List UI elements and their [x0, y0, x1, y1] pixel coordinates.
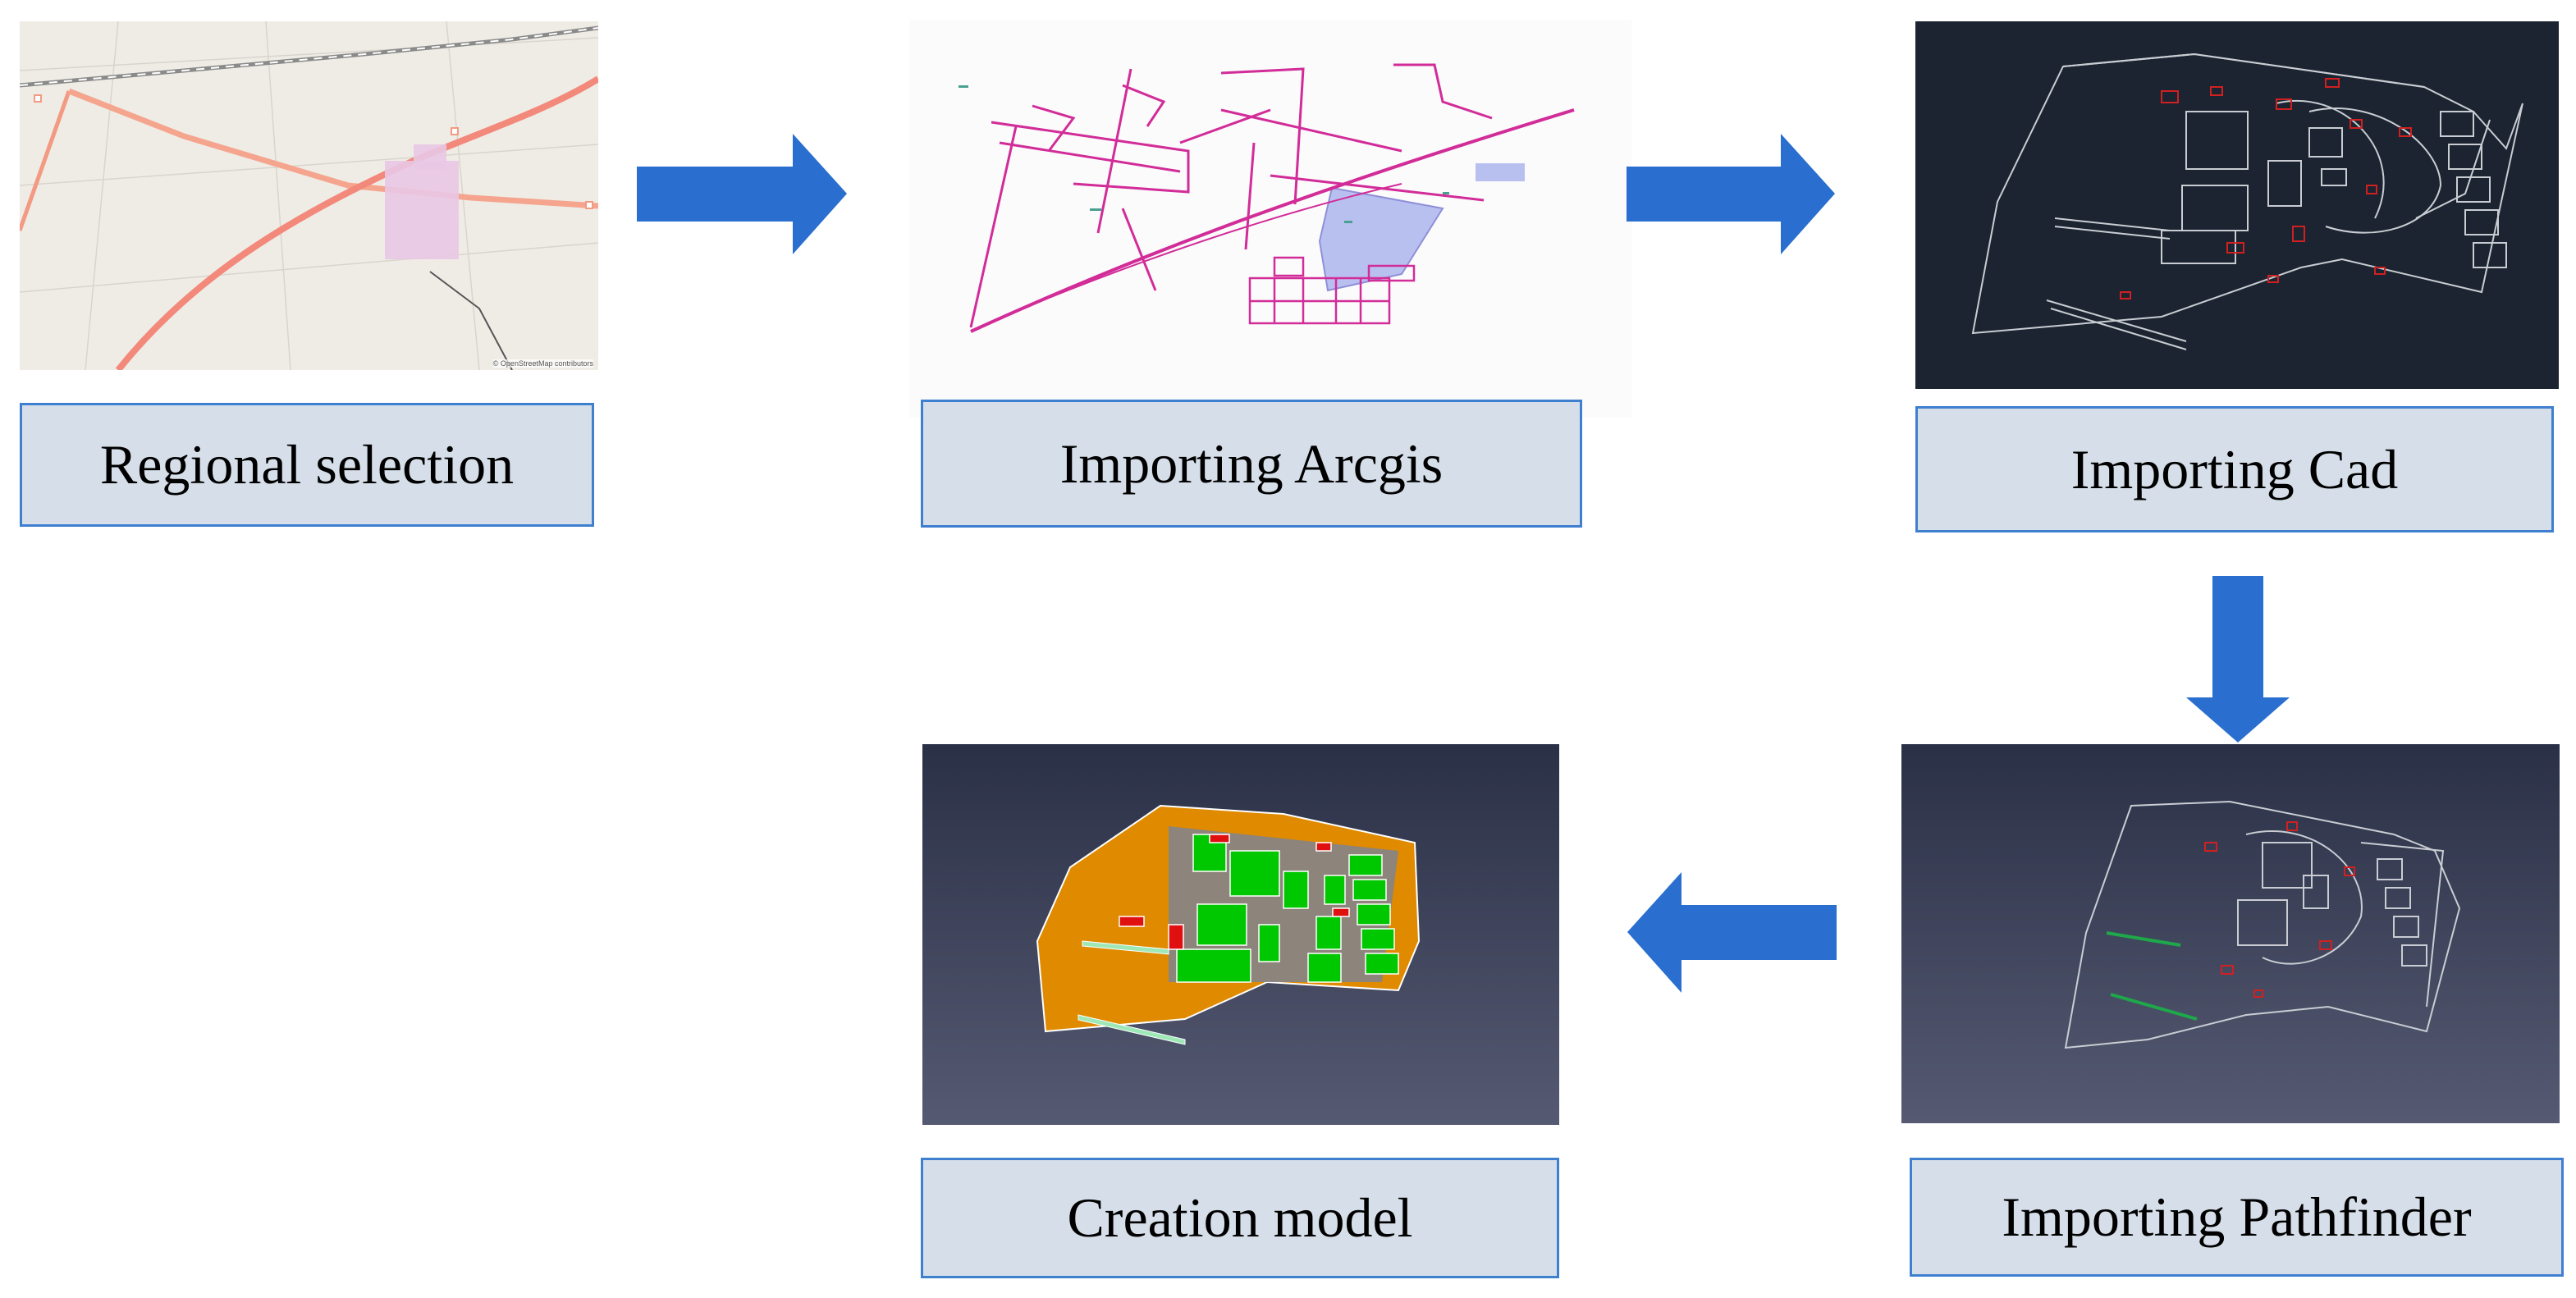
arrow-right-icon: [637, 134, 847, 254]
step-label-importing-pathfinder: Importing Pathfinder: [1910, 1158, 2564, 1277]
arrow-left-icon: [1627, 872, 1837, 993]
step-label-text: Regional selection: [99, 433, 515, 496]
step-label-importing-arcgis: Importing Arcgis: [921, 400, 1582, 528]
step-label-regional-selection: Regional selection: [20, 403, 594, 527]
arrow-down-icon: [2186, 576, 2290, 743]
step-label-importing-cad: Importing Cad: [1915, 406, 2554, 532]
step-label-creation-model: Creation model: [921, 1158, 1559, 1278]
step-label-text: Importing Cad: [2070, 437, 2399, 500]
regional-map-image: © OpenStreetMap contributors: [20, 21, 598, 370]
step-label-text: Creation model: [1067, 1186, 1413, 1249]
arrow-right-icon: [1627, 134, 1835, 254]
cad-drawing-image: [1915, 21, 2559, 389]
step-label-text: Importing Pathfinder: [2002, 1186, 2472, 1248]
map-attribution: © OpenStreetMap contributors: [492, 359, 593, 368]
pathfinder-model-image: [1901, 744, 2560, 1123]
step-label-text: Importing Arcgis: [1059, 432, 1444, 495]
arcgis-map-image: [909, 20, 1631, 418]
creation-model-image: [922, 744, 1559, 1125]
